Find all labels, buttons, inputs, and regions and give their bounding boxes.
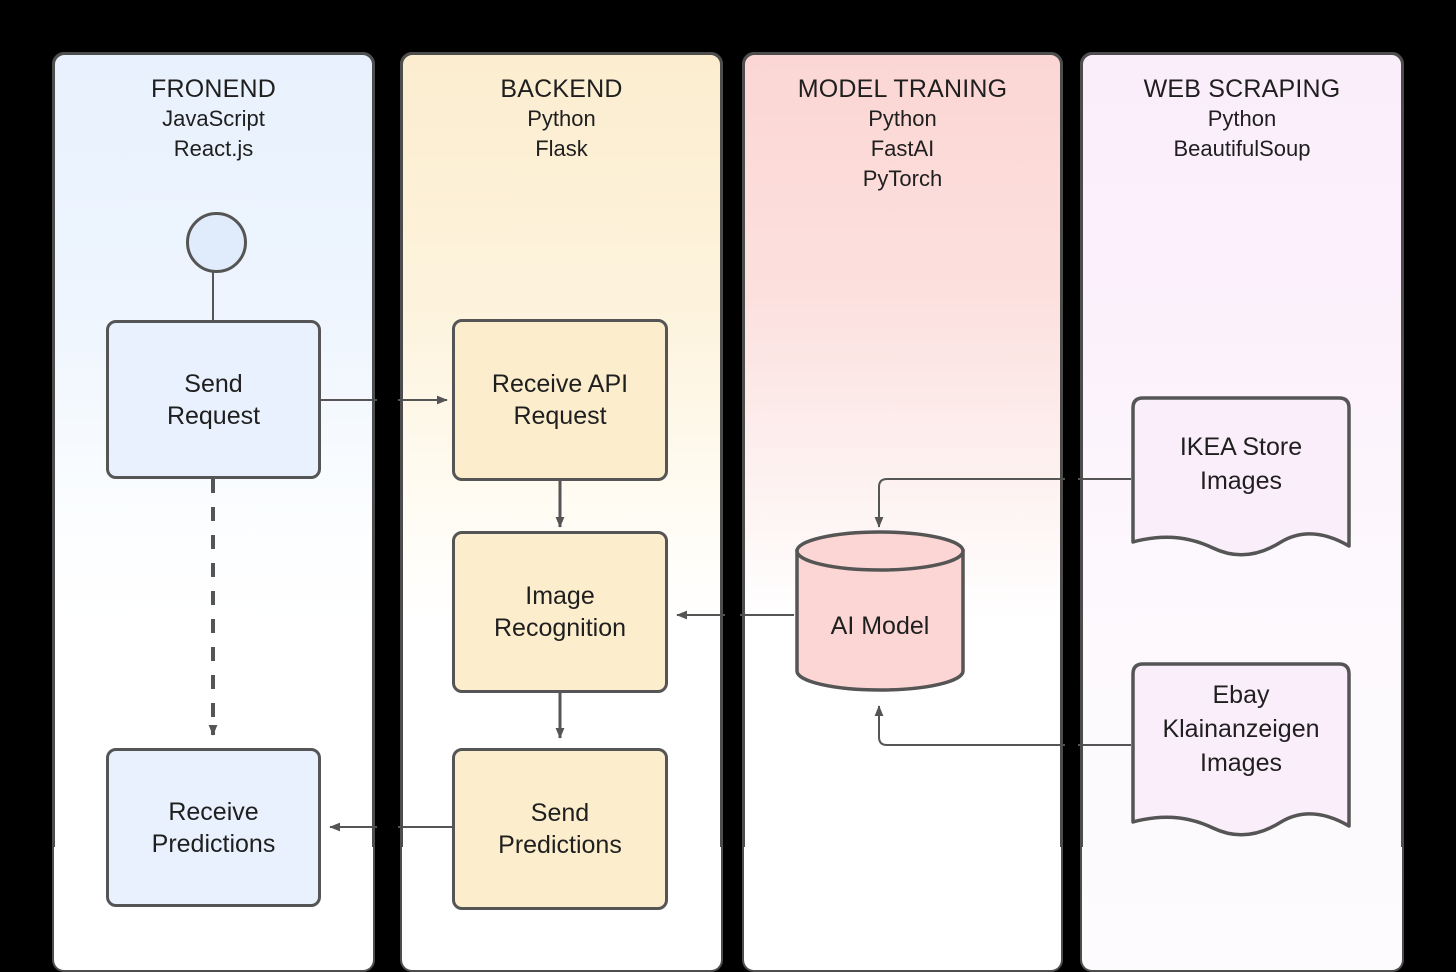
- canvas-margin-left: [0, 0, 52, 847]
- node-send-predictions[interactable]: Send Predictions: [452, 748, 668, 910]
- lane-model-training[interactable]: MODEL TRANING Python FastAI PyTorch: [742, 52, 1063, 972]
- canvas-margin-right: [1404, 0, 1456, 847]
- lane-frontend-header: FRONEND JavaScript React.js: [54, 54, 373, 164]
- node-ebay-klainanzeigen-images[interactable]: Ebay Klainanzeigen Images: [1131, 662, 1351, 844]
- lane-model-training-title: MODEL TRANING: [797, 75, 1008, 103]
- node-ebay-klainanzeigen-images-label: Ebay Klainanzeigen Images: [1162, 681, 1320, 777]
- node-send-predictions-label: Send Predictions: [498, 799, 622, 859]
- node-ai-model-label: AI Model: [830, 612, 930, 640]
- node-receive-api-request[interactable]: Receive API Request: [452, 319, 668, 481]
- ai-model-cylinder-shape: [795, 530, 965, 692]
- node-ai-model[interactable]: AI Model: [794, 530, 966, 692]
- lane-web-scraping-header: WEB SCRAPING Python BeautifulSoup: [1082, 54, 1402, 164]
- node-ikea-store-images[interactable]: IKEA Store Images: [1131, 396, 1351, 564]
- ebay-document-shape: [1131, 662, 1351, 837]
- node-image-recognition[interactable]: Image Recognition: [452, 531, 668, 693]
- lane-model-training-subtitle-1: Python: [868, 106, 937, 131]
- node-receive-predictions[interactable]: Receive Predictions: [106, 748, 321, 907]
- lane-model-training-subtitle-3: PyTorch: [862, 166, 943, 191]
- lane-backend-subtitle-2: Flask: [535, 136, 588, 161]
- lane-backend-title: BACKEND: [500, 75, 623, 103]
- canvas-margin-top: [0, 0, 1456, 52]
- lane-web-scraping-subtitle-1: Python: [1207, 106, 1277, 131]
- lane-gap-1: [377, 0, 398, 847]
- node-ikea-store-images-label: IKEA Store Images: [1179, 433, 1303, 495]
- start-circle-node[interactable]: [186, 212, 247, 273]
- lane-gap-3: [1065, 0, 1078, 847]
- lane-backend-header: BACKEND Python Flask: [402, 54, 721, 164]
- lane-frontend-subtitle-2: React.js: [173, 136, 254, 161]
- node-send-request[interactable]: Send Request: [106, 320, 321, 479]
- ikea-document-shape: [1131, 396, 1351, 557]
- node-receive-predictions-label: Receive Predictions: [151, 797, 276, 858]
- node-image-recognition-label: Image Recognition: [493, 582, 627, 642]
- lane-frontend-subtitle-1: JavaScript: [162, 106, 265, 131]
- lane-model-training-header: MODEL TRANING Python FastAI PyTorch: [744, 54, 1061, 194]
- lane-gap-2: [725, 0, 740, 847]
- lane-model-training-subtitle-2: FastAI: [870, 136, 935, 161]
- lane-web-scraping-title: WEB SCRAPING: [1143, 75, 1341, 103]
- lane-frontend-title: FRONEND: [150, 75, 276, 103]
- node-receive-api-request-label: Receive API Request: [491, 370, 629, 430]
- lane-backend-subtitle-1: Python: [527, 106, 596, 131]
- lane-web-scraping-subtitle-2: BeautifulSoup: [1173, 136, 1311, 161]
- node-send-request-label: Send Request: [166, 369, 261, 430]
